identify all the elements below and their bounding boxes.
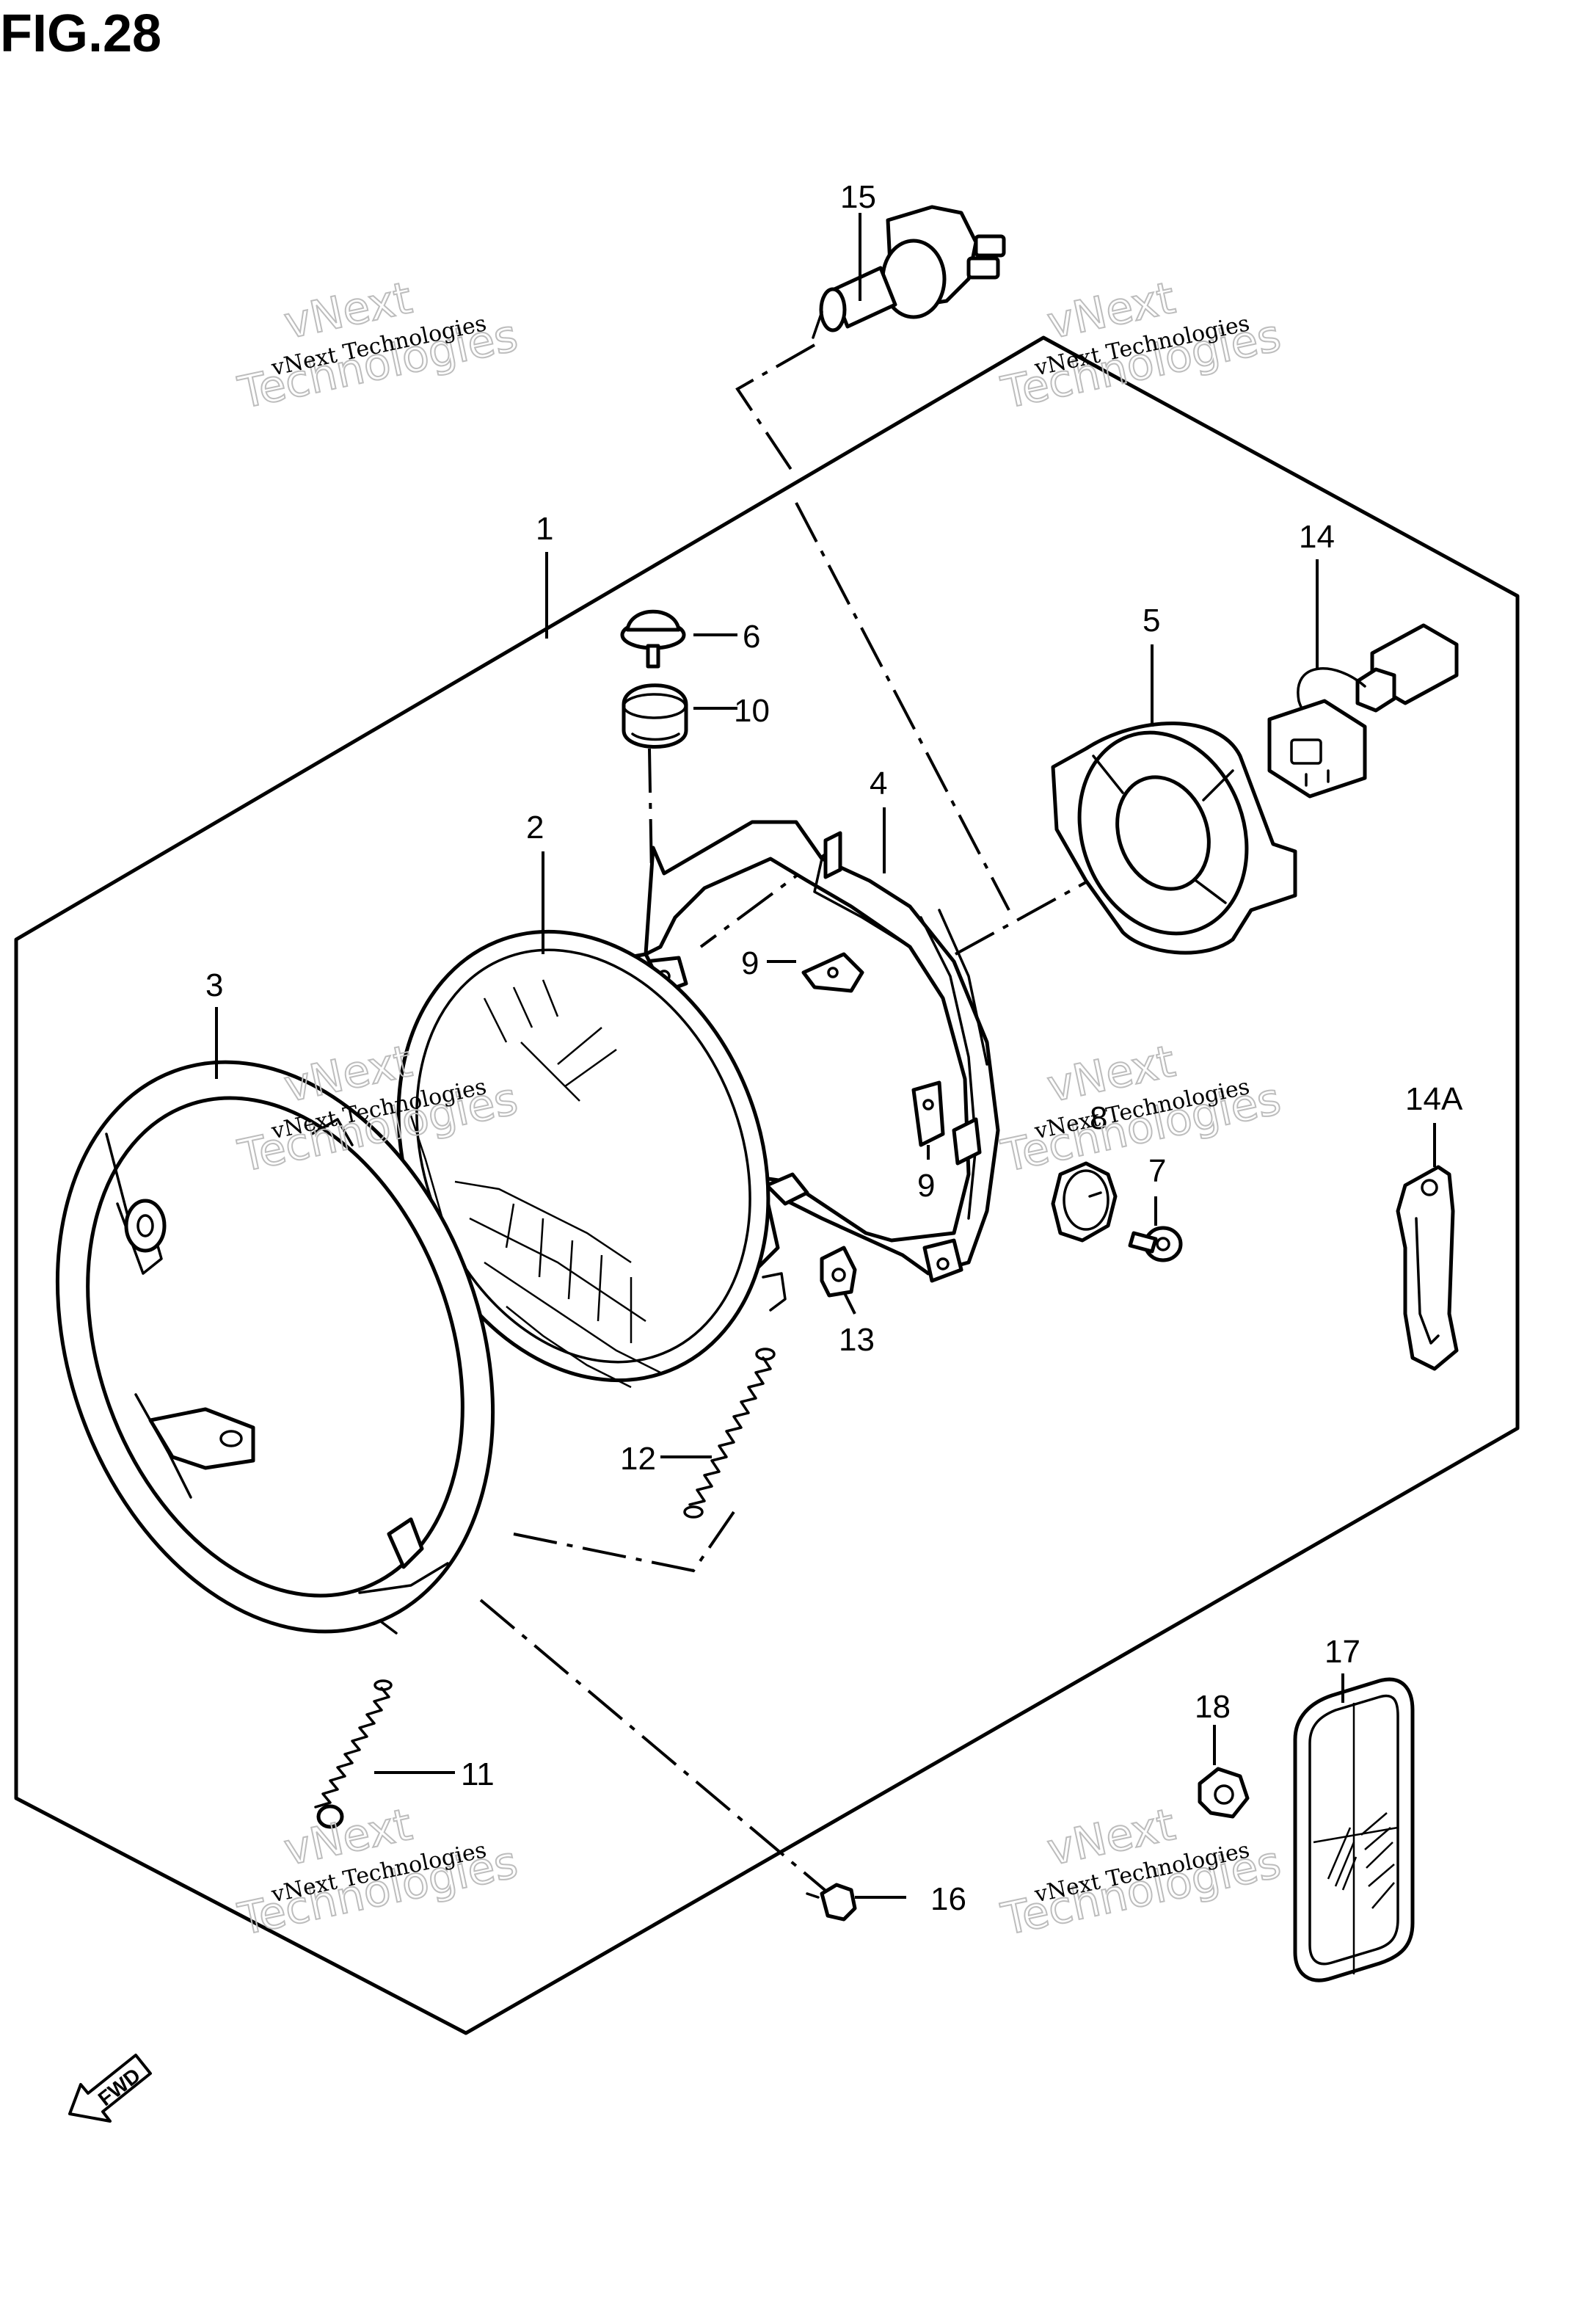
figure-title: FIG.28 [0, 4, 161, 63]
callout-1: 1 [536, 511, 553, 547]
callout-14: 14 [1299, 519, 1335, 555]
leader-lines [215, 213, 1436, 1899]
callout-9-upper: 9 [741, 945, 759, 981]
callout-15: 15 [840, 179, 876, 215]
bolt-part-7 [1128, 1226, 1183, 1262]
callout-5: 5 [1143, 603, 1160, 639]
screw-part-16 [806, 1883, 857, 1922]
cushion-part-8 [1051, 1161, 1118, 1243]
callout-6: 6 [743, 619, 760, 655]
spring-part-12 [683, 1348, 776, 1519]
watermark-top-left: vNext Technologies vNext Technologies [233, 272, 523, 420]
callout-7: 7 [1148, 1153, 1166, 1189]
watermark-middle-right: vNext Technologies vNext Technologies [996, 1035, 1286, 1183]
callout-4: 4 [870, 766, 887, 801]
bulb-part-15 [812, 205, 1006, 339]
band-part-14a [1396, 1165, 1459, 1371]
callout-3: 3 [205, 967, 223, 1003]
watermark-bottom-left: vNext Technologies vNext Technologies [233, 1798, 523, 1946]
nut-part-18 [1198, 1767, 1250, 1819]
callout-12: 12 [620, 1441, 656, 1477]
watermark-top-right: vNext Technologies vNext Technologies [996, 272, 1286, 420]
callout-13: 13 [839, 1322, 875, 1358]
cover-part-5 [1051, 721, 1297, 955]
callout-14a: 14A [1405, 1081, 1463, 1117]
forward-direction-arrow: FWD [68, 2054, 152, 2123]
callout-11: 11 [461, 1756, 495, 1792]
callout-2: 2 [526, 810, 544, 846]
callout-16: 16 [930, 1881, 966, 1917]
long-screw-part-11 [314, 1679, 393, 1829]
callout-9-lower: 9 [917, 1168, 935, 1204]
callout-labels: 1 2 3 4 5 6 7 8 9 9 10 11 12 13 14 14A 1… [205, 179, 1463, 1917]
callout-18: 18 [1195, 1689, 1231, 1725]
screw-part-6 [620, 609, 686, 669]
callout-10: 10 [734, 693, 770, 729]
clip-part-13 [820, 1246, 857, 1298]
reflector-part-17 [1293, 1677, 1415, 1982]
socket-part-14 [1267, 623, 1459, 799]
grommet-part-10 [622, 683, 688, 749]
callout-17: 17 [1324, 1634, 1360, 1670]
rim-part-3 [55, 1060, 495, 1635]
headlight-unit-part-2 [396, 929, 787, 1389]
callout-8: 8 [1090, 1100, 1107, 1136]
assembly-boundary [14, 335, 1520, 2035]
